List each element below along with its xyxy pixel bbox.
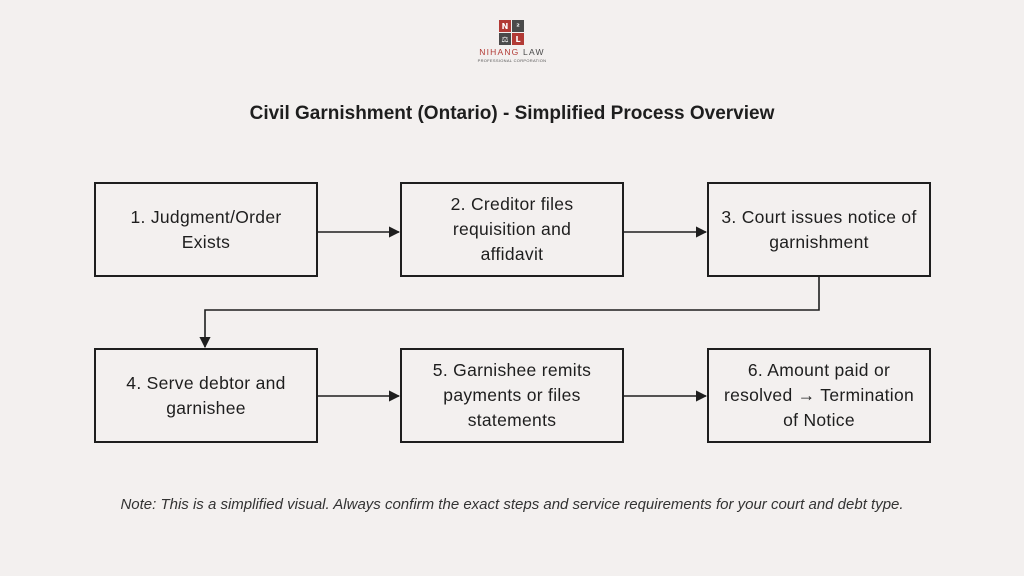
scales-icon: ⚖ <box>499 33 511 45</box>
step-5-label: 5. Garnishee remits payments or files st… <box>432 360 592 430</box>
step-2-label: 2. Creditor files requisition and affida… <box>450 194 574 264</box>
step-1-label: 1. Judgment/Order Exists <box>130 206 282 252</box>
step-1-box: 1. Judgment/Order Exists <box>94 182 318 277</box>
step-6-label: 6. Amount paid or resolved → Termination… <box>723 360 915 430</box>
disclaimer-note: Note: This is a simplified visual. Alway… <box>120 496 904 513</box>
logo-wordmark: NIHANG LAW <box>472 47 552 57</box>
logo-cell-l: L <box>512 33 524 45</box>
step-3-box: 3. Court issues notice of garnishment <box>707 182 931 277</box>
step-4-label: 4. Serve debtor and garnishee <box>126 372 286 418</box>
logo-cell-2: ² <box>512 20 524 32</box>
step-3-label: 3. Court issues notice of garnishment <box>721 206 917 252</box>
step-4-box: 4. Serve debtor and garnishee <box>94 348 318 443</box>
arrow-3-to-4 <box>199 277 820 349</box>
logo-mark: N ² ⚖ L <box>499 20 525 46</box>
logo-name-part1: NIHANG <box>479 47 520 57</box>
diagram-title: Civil Garnishment (Ontario) - Simplified… <box>249 103 775 124</box>
logo-subtitle: PROFESSIONAL CORPORATION <box>477 58 547 63</box>
logo-cell-n: N <box>499 20 511 32</box>
step-2-box: 2. Creditor files requisition and affida… <box>400 182 624 277</box>
firm-logo: N ² ⚖ L NIHANG LAW PROFESSIONAL CORPORAT… <box>472 20 552 64</box>
step-5-box: 5. Garnishee remits payments or files st… <box>400 348 624 443</box>
step-6-box: 6. Amount paid or resolved → Termination… <box>707 348 931 443</box>
logo-name-part2: LAW <box>519 47 545 57</box>
